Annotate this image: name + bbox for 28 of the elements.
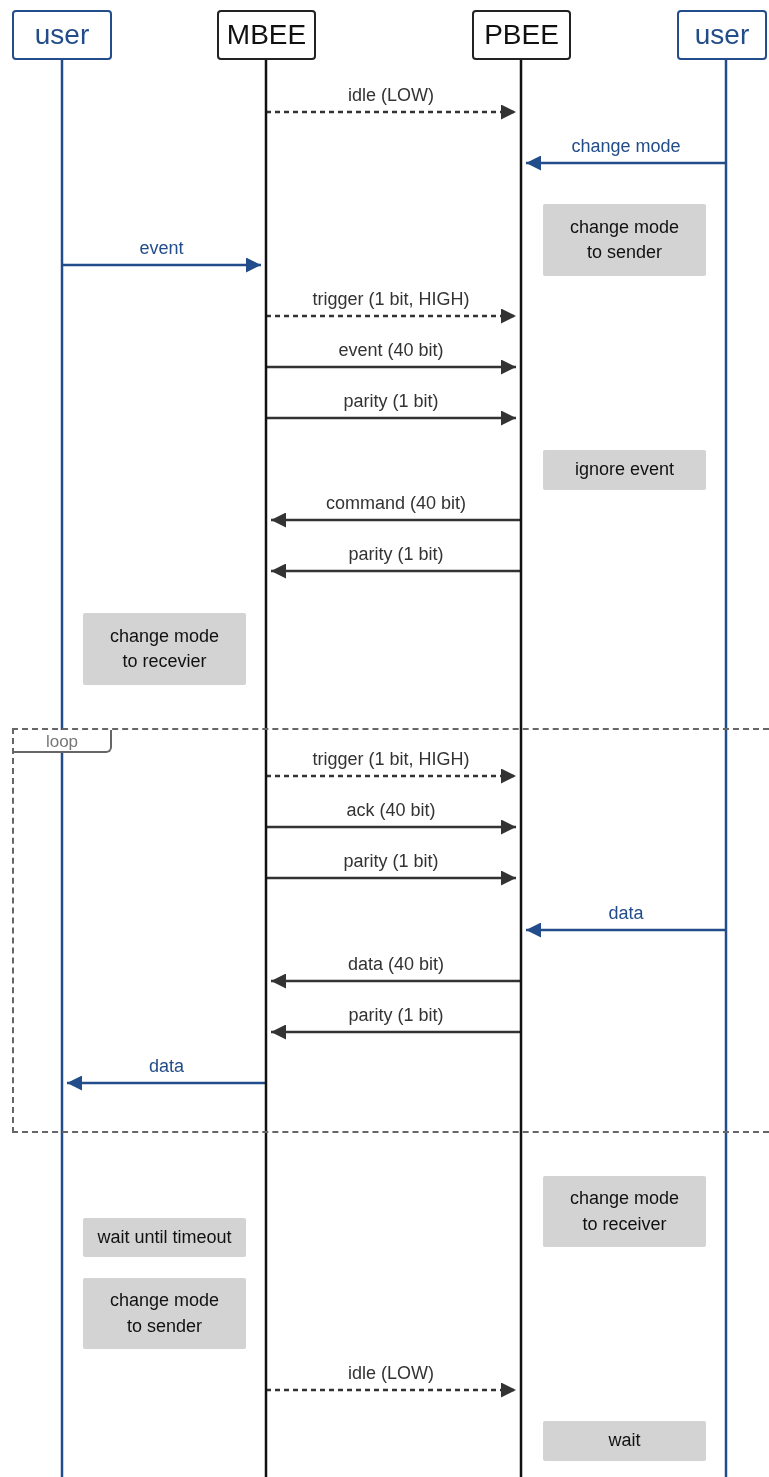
- frame-label: loop: [14, 730, 112, 753]
- arrow: [266, 819, 516, 835]
- note-box: wait: [543, 1421, 706, 1461]
- arrow: [266, 359, 516, 375]
- arrow: [526, 922, 726, 938]
- note-box: change mode to sender: [83, 1278, 246, 1349]
- arrow: [271, 512, 521, 528]
- arrow: [526, 155, 726, 171]
- actor-box: user: [677, 10, 767, 60]
- arrow: [266, 410, 516, 426]
- participant-box: PBEE: [472, 10, 571, 60]
- arrow: [266, 768, 516, 784]
- arrow: [266, 1382, 516, 1398]
- arrow: [266, 308, 516, 324]
- arrow: [271, 973, 521, 989]
- note-box: change mode to receiver: [543, 1176, 706, 1247]
- note-box: ignore event: [543, 450, 706, 490]
- participant-box: MBEE: [217, 10, 316, 60]
- note-box: wait until timeout: [83, 1218, 246, 1257]
- arrow: [62, 257, 261, 273]
- arrow: [266, 870, 516, 886]
- arrow: [271, 563, 521, 579]
- arrow: [67, 1075, 266, 1091]
- arrow: [266, 104, 516, 120]
- note-box: change mode to recevier: [83, 613, 246, 685]
- arrow: [271, 1024, 521, 1040]
- note-box: change mode to sender: [543, 204, 706, 276]
- actor-box: user: [12, 10, 112, 60]
